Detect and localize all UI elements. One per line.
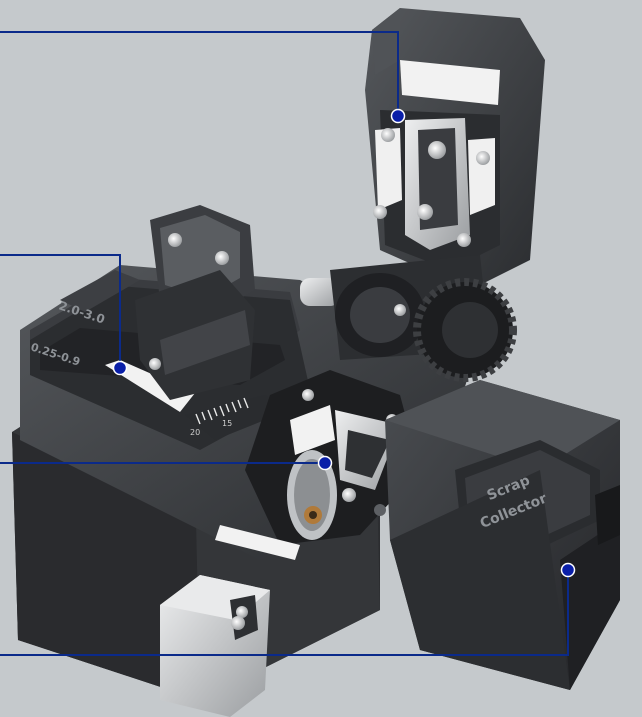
callout-dot-scrap-collector bbox=[560, 562, 576, 578]
scale-label-20: 20 bbox=[190, 428, 200, 437]
screw-icon bbox=[457, 233, 471, 247]
callout-dot-blade bbox=[317, 455, 333, 471]
upper-lid[interactable] bbox=[365, 8, 545, 290]
screw-icon bbox=[381, 128, 395, 142]
front-slider[interactable] bbox=[160, 575, 270, 717]
callout-dot-upper-clamp bbox=[390, 108, 406, 124]
screw-icon bbox=[476, 151, 490, 165]
screw-icon bbox=[342, 488, 356, 502]
callout-dot-fiber-holder bbox=[112, 360, 128, 376]
screw-icon bbox=[417, 204, 433, 220]
callout-line-fiber-holder bbox=[0, 254, 121, 368]
cutting-blade-icon bbox=[287, 450, 337, 540]
callout-lines bbox=[0, 31, 569, 656]
front-slot bbox=[215, 525, 300, 560]
scale-label-15: 15 bbox=[222, 419, 232, 428]
screw-icon bbox=[302, 389, 314, 401]
gear-wheel-icon[interactable] bbox=[413, 278, 517, 382]
screw-icon bbox=[215, 251, 229, 265]
callout-dots bbox=[112, 108, 576, 578]
screw-icon bbox=[373, 205, 387, 219]
screw-icon bbox=[231, 616, 245, 630]
screw-icon bbox=[236, 606, 248, 618]
screw-icon bbox=[394, 304, 406, 316]
screw-icon bbox=[149, 358, 161, 370]
left-fiber-clamp[interactable] bbox=[135, 205, 255, 400]
scrap-collector[interactable] bbox=[374, 380, 620, 690]
callout-line-scrap-collector bbox=[0, 570, 569, 656]
scale-ticks bbox=[195, 397, 249, 425]
callout-line-upper-clamp bbox=[0, 31, 399, 116]
screw-icon bbox=[428, 141, 446, 159]
screw-icon bbox=[168, 233, 182, 247]
